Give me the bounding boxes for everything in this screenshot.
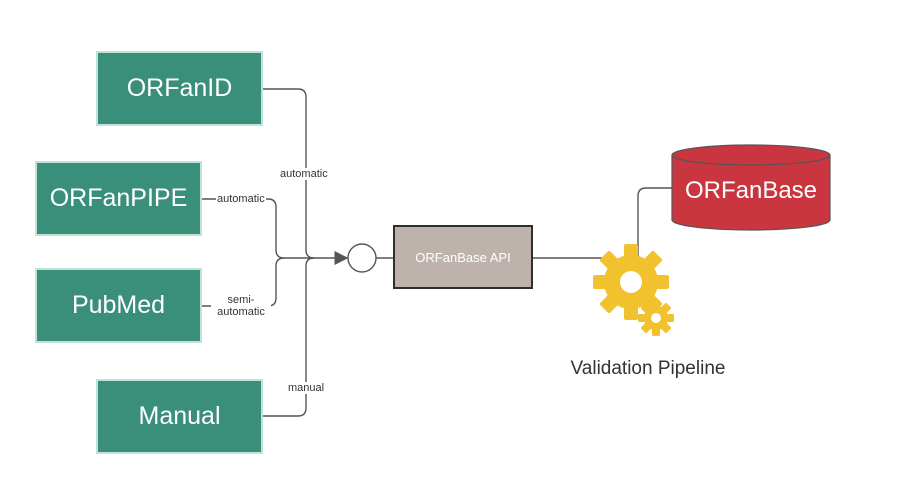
label-pubmed-semi-automatic: semi- automatic [211, 294, 271, 318]
edge-orfanpipe [202, 198, 285, 259]
small-gear-icon [638, 300, 674, 336]
interface-circle [347, 243, 377, 273]
label-pubmed-line2: automatic [217, 306, 265, 318]
database-label: ORFanBase [684, 177, 818, 204]
source-orfanid: ORFanID [96, 51, 263, 126]
edge-manual [263, 257, 315, 417]
database-cylinder [671, 144, 831, 231]
source-orfanpipe: ORFanPIPE [35, 161, 202, 236]
label-orfanid-automatic: automatic [279, 168, 329, 180]
source-manual: Manual [96, 379, 263, 454]
label-manual: manual [287, 382, 326, 394]
validation-pipeline-label: Validation Pipeline [570, 358, 726, 379]
edge-pipeline-to-db [637, 187, 673, 258]
orfanbase-api-box: ORFanBase API [393, 225, 533, 289]
label-pubmed-line1: semi- [227, 294, 255, 306]
source-pubmed: PubMed [35, 268, 202, 343]
label-orfanpipe-automatic: automatic [216, 193, 266, 205]
edge-orfanid [263, 88, 315, 259]
